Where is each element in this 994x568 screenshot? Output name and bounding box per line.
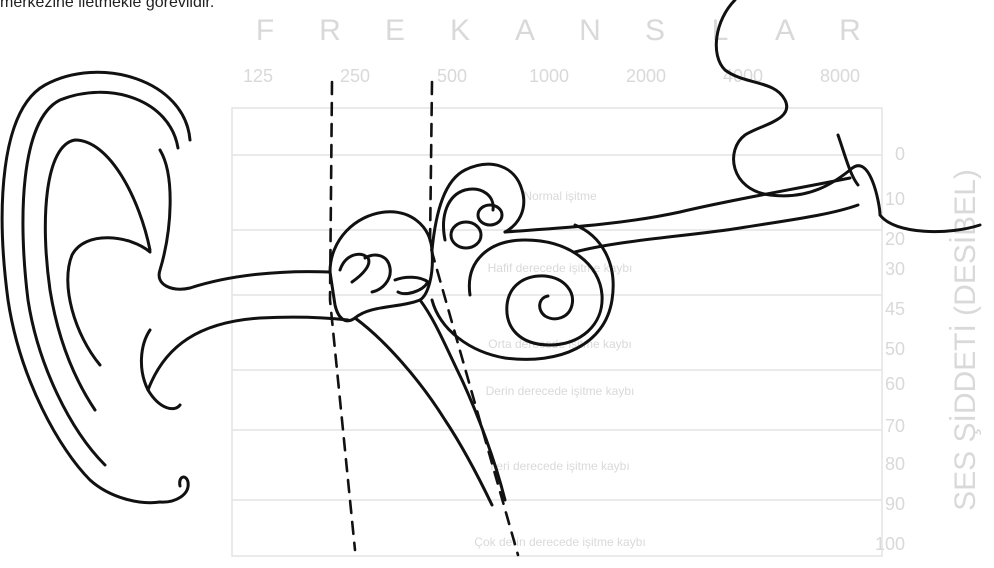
ghost-frequency-label: 2000 <box>626 66 666 86</box>
ghost-band-label: Derin derecede işitme kaybı <box>486 384 635 398</box>
background-audiogram: FREKANSLAR 1252505001000200040008000 010… <box>232 14 982 556</box>
semicircular-canal-loop <box>451 222 481 248</box>
ghost-level-label: 10 <box>885 189 905 209</box>
ghost-header-letter: A <box>775 14 795 47</box>
ghost-level-label: 30 <box>885 259 905 279</box>
semicircular-canal-small-loop <box>478 205 502 225</box>
ghost-header-letter: E <box>385 14 405 47</box>
ossicle-stapes <box>395 277 428 293</box>
ghost-frequency-label: 500 <box>437 66 467 86</box>
ghost-level-label: 50 <box>885 339 905 359</box>
section-dividers <box>330 82 518 555</box>
auricle-helix <box>23 92 178 465</box>
ghost-frequency-labels: 1252505001000200040008000 <box>243 66 860 86</box>
ghost-band-label: Çok derin derecede işitme kaybı <box>474 535 645 549</box>
ghost-level-label: 90 <box>885 494 905 514</box>
ghost-header-letter: S <box>645 14 665 47</box>
ear-canal-upper <box>190 272 330 288</box>
concha <box>68 238 150 365</box>
ghost-frequency-label: 125 <box>243 66 273 86</box>
ghost-frequency-label: 250 <box>340 66 370 86</box>
divider-outer-middle <box>330 82 355 550</box>
auricle-outer-rim <box>2 72 190 502</box>
ghost-header-letter: K <box>450 14 470 47</box>
ghost-header-letter: R <box>839 14 861 47</box>
divider-middle-inner <box>430 82 518 555</box>
ghost-header-letter: F <box>256 14 274 47</box>
ghost-level-label: 20 <box>885 229 905 249</box>
ghost-side-label: SES ŞİDDETİ (DESİBEL) <box>949 169 982 511</box>
ghost-frequency-label: 1000 <box>529 66 569 86</box>
ghost-band-label: İleri derecede işitme kaybı <box>490 459 629 473</box>
tragus <box>141 330 180 409</box>
ghost-frame <box>232 108 882 556</box>
ghost-header-letters: FREKANSLAR <box>256 14 861 47</box>
ghost-header-letter: N <box>579 14 601 47</box>
lobule <box>160 477 188 502</box>
ghost-header-letter: A <box>515 14 535 47</box>
auditory-nerve-lower <box>575 205 858 252</box>
caption-text: merkezine iletmekle görevlidir. <box>0 0 214 12</box>
ghost-level-label: 70 <box>885 416 905 436</box>
ghost-header-letter: L <box>712 14 729 47</box>
ghost-level-label: 60 <box>885 374 905 394</box>
ghost-band-label: Normal işitme <box>523 189 597 203</box>
antihelix-ridge <box>159 150 190 289</box>
ghost-level-label: 80 <box>885 454 905 474</box>
ghost-level-label: 45 <box>885 299 905 319</box>
auricle-inner-fold <box>45 140 150 410</box>
ghost-level-label: 100 <box>875 534 905 554</box>
ghost-frequency-label: 8000 <box>820 66 860 86</box>
ghost-level-label: 0 <box>895 144 905 164</box>
auditory-nerve-upper <box>505 178 850 232</box>
ear-canal-lower <box>148 317 348 390</box>
ghost-header-letter: R <box>319 14 341 47</box>
cochlea-spiral <box>469 240 602 345</box>
middle-ear-cavity <box>330 212 432 321</box>
